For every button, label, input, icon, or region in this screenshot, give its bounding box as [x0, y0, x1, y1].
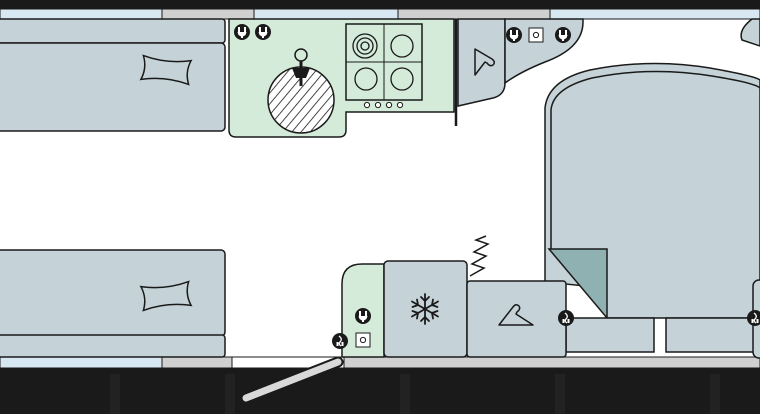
gas-burner-icon	[354, 67, 378, 91]
coat-hanger-icon	[498, 303, 534, 326]
top-right-corner-unit	[740, 18, 760, 47]
wardrobe-bottom	[466, 280, 567, 358]
gas-burner-icon	[352, 33, 378, 59]
drawer-left	[565, 317, 655, 353]
bottom-wall-shadow	[225, 374, 235, 414]
snowflake-icon	[411, 293, 439, 325]
bottom-wall-base	[0, 368, 760, 414]
wardrobe-top	[457, 18, 506, 107]
double-socket-icon	[555, 27, 571, 43]
bottom-wall-shadow	[110, 374, 120, 414]
left-bottom-seat	[0, 249, 226, 337]
double-socket-icon	[355, 308, 371, 324]
window-top-middle	[253, 8, 399, 20]
heater-icon	[558, 310, 574, 326]
bottom-wall-shadow	[710, 374, 720, 414]
wall-strip	[161, 8, 255, 20]
mixer-tap-icon	[292, 48, 310, 86]
hob-knobs	[363, 101, 404, 109]
left-bottom-backrest	[0, 334, 226, 358]
wall-strip	[397, 8, 551, 20]
gas-hob	[345, 23, 423, 109]
entrance-door-step-highlight	[242, 358, 342, 402]
left-top-seat	[0, 42, 226, 132]
double-socket-icon	[506, 27, 522, 43]
heater-icon	[747, 310, 760, 326]
bed-edge	[550, 70, 760, 250]
gas-burner-icon	[390, 67, 414, 91]
top-wall	[0, 0, 760, 9]
usb-socket-icon	[528, 27, 544, 43]
zigzag-spring-icon	[469, 235, 490, 277]
double-socket-icon	[234, 24, 250, 40]
bottom-wall-shadow	[400, 374, 410, 414]
window-top-left	[0, 8, 163, 20]
double-socket-icon	[255, 24, 271, 40]
window-bottom-left	[0, 356, 163, 369]
bottom-wall-shadow	[555, 374, 565, 414]
bed-folded-corner	[547, 248, 608, 321]
drawer-right	[665, 317, 760, 353]
left-top-backrest	[0, 18, 226, 44]
heater-icon	[332, 333, 348, 349]
door-opening	[231, 356, 345, 369]
pillow-icon	[139, 280, 193, 312]
pillow-icon	[139, 54, 193, 86]
usb-socket-icon	[355, 332, 371, 348]
gas-burner-icon	[390, 34, 414, 58]
coat-hanger-icon	[474, 48, 496, 76]
window-top-right	[549, 8, 760, 20]
